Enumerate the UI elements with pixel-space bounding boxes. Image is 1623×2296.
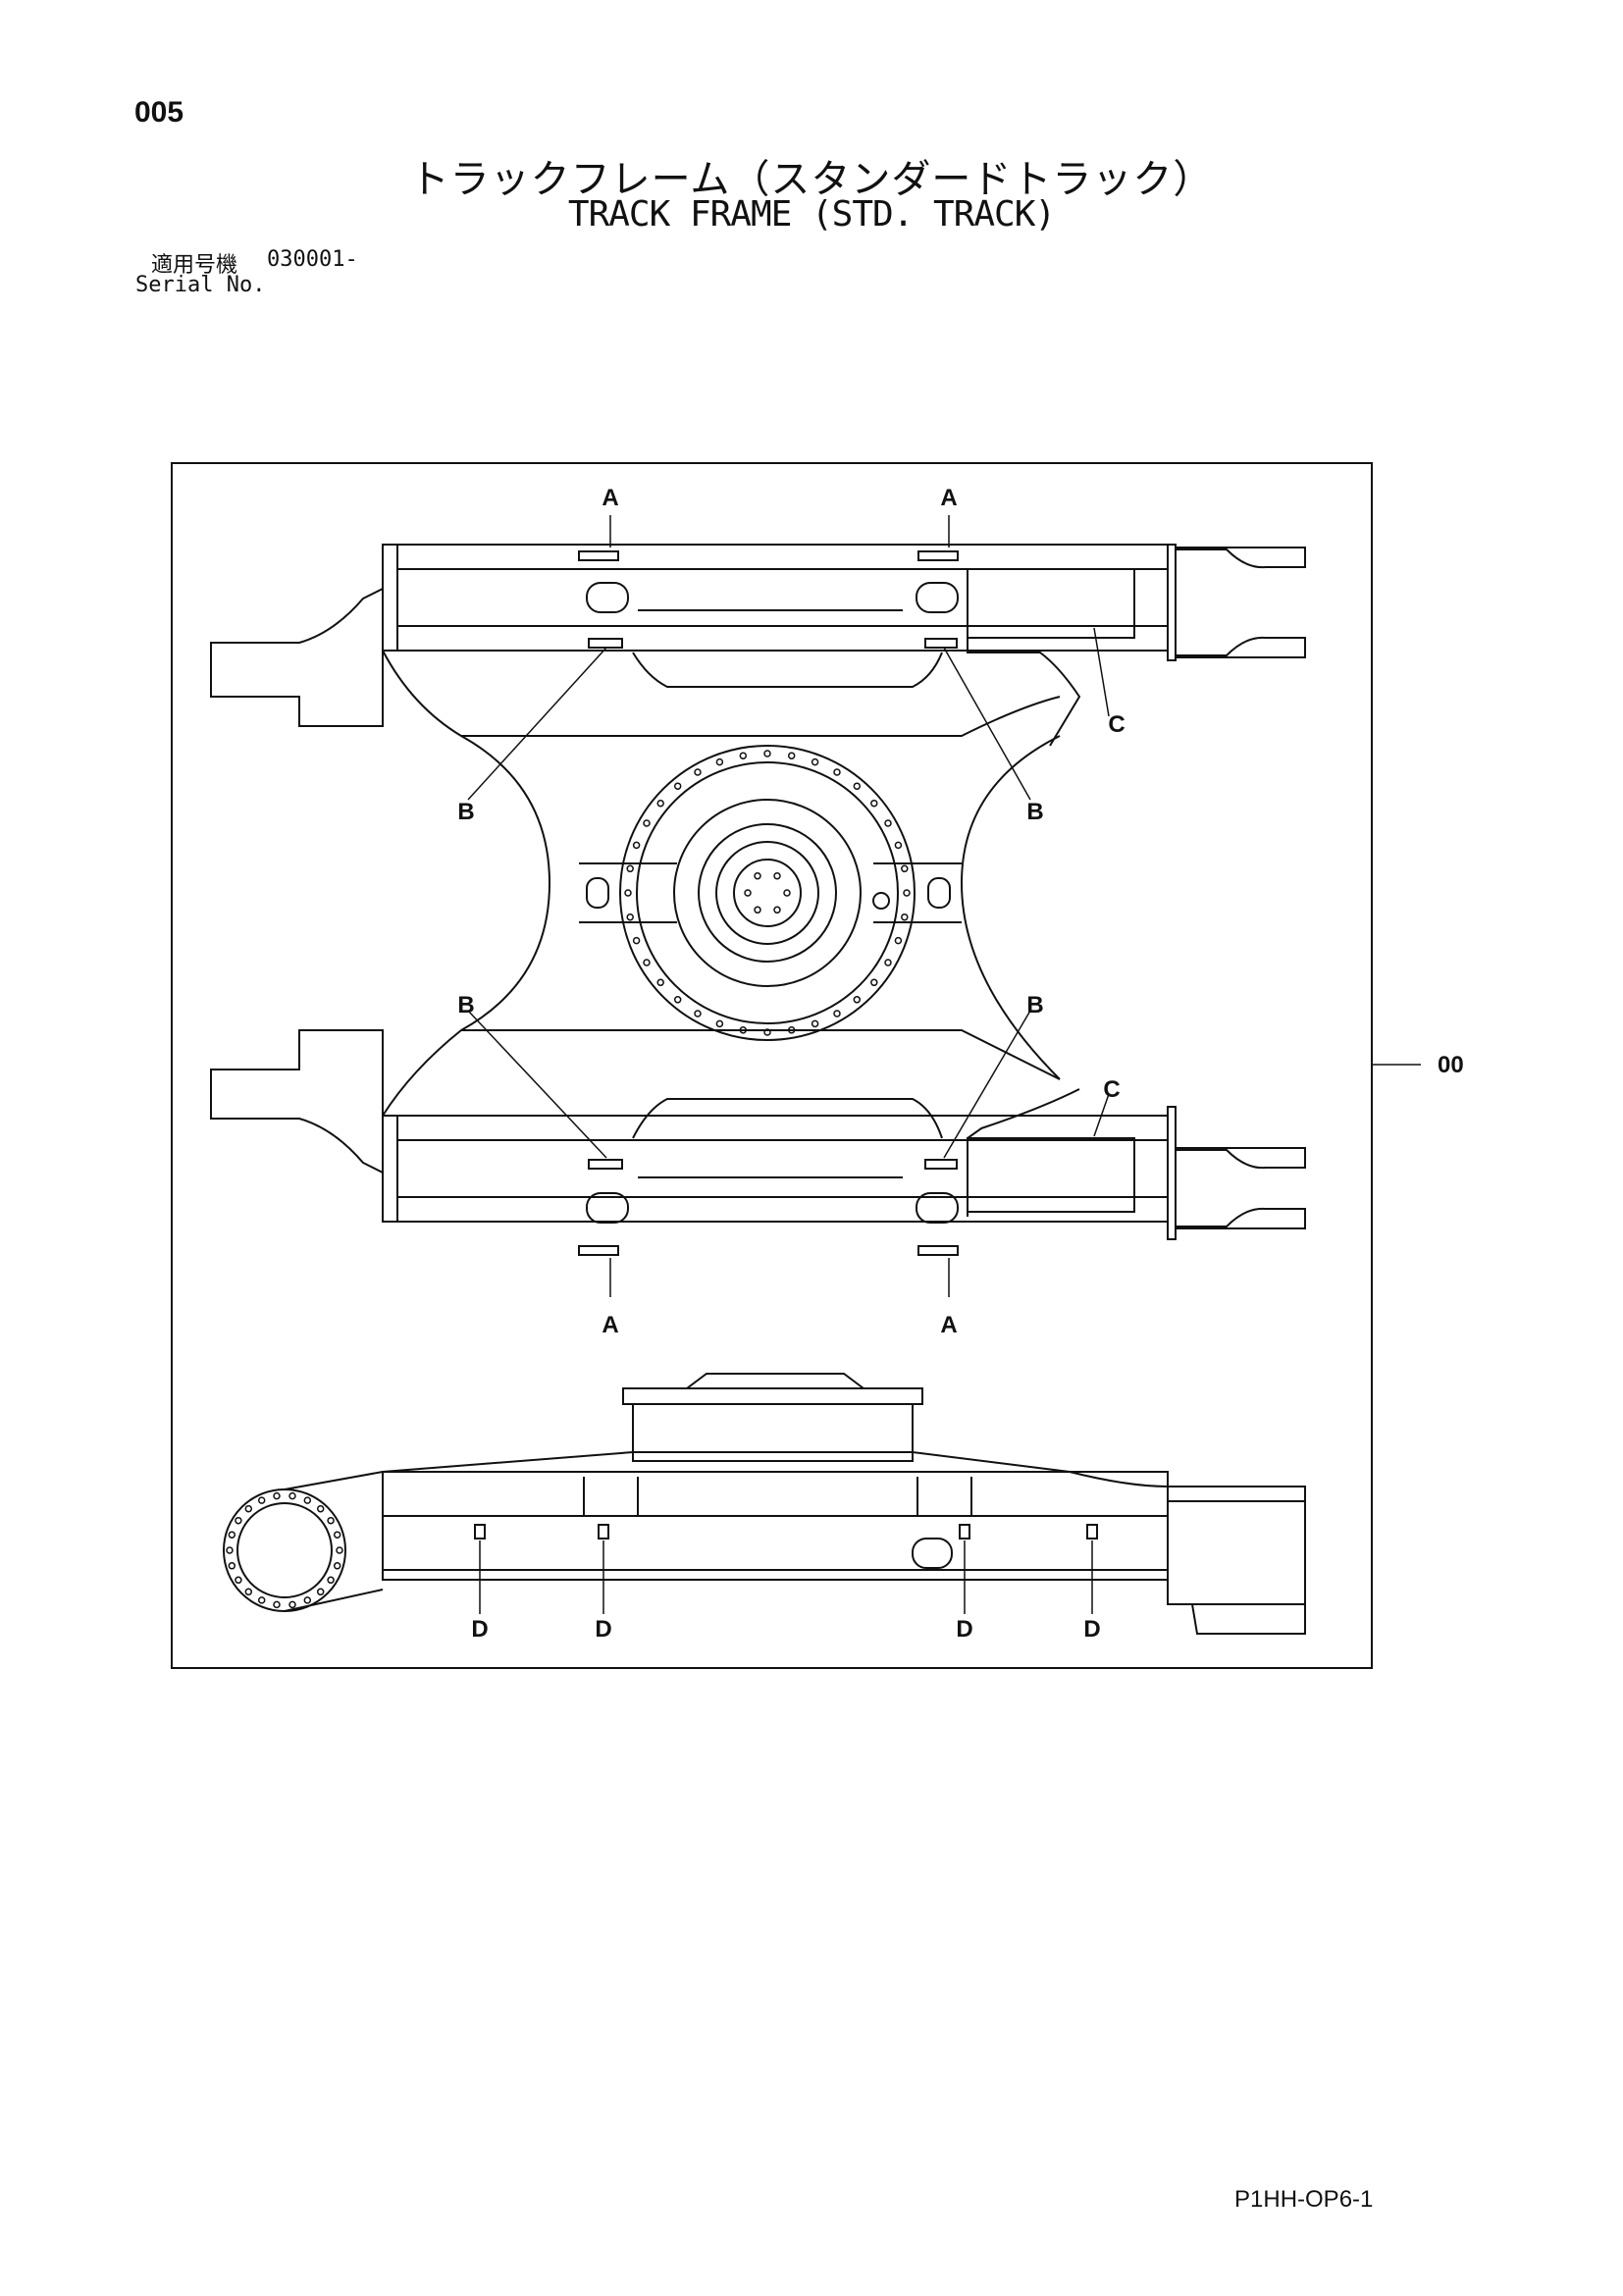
bolt-hole <box>643 819 651 827</box>
bolt-hole <box>257 1596 266 1604</box>
bolt-hole <box>903 889 911 897</box>
bolt-hole <box>673 782 682 790</box>
bolt-hole <box>763 750 771 757</box>
bolt-hole <box>632 936 641 945</box>
bolt-hole <box>811 757 819 766</box>
bolt-hole <box>894 936 903 945</box>
bolt-hole <box>624 889 632 897</box>
bolt-hole <box>626 864 634 873</box>
bottom-side-frame <box>210 1029 1306 1256</box>
page-number: 005 <box>134 96 184 129</box>
bolt-hole <box>656 978 664 987</box>
bolt-hole <box>327 1516 335 1525</box>
center-swing-frame <box>460 735 1061 1080</box>
bolt-hole <box>632 841 641 850</box>
callout-part-00: 00 <box>1438 1052 1464 1078</box>
bolt-hole <box>744 889 752 897</box>
bolt-hole <box>235 1516 242 1525</box>
callout-a-top-left: A <box>602 485 618 511</box>
bolt-hole <box>273 1600 281 1609</box>
bolt-hole <box>333 1562 341 1570</box>
bolt-hole <box>257 1496 266 1504</box>
top-side-frame <box>210 544 1306 747</box>
bolt-hole <box>673 996 682 1004</box>
bolt-hole <box>244 1504 253 1513</box>
bolt-hole <box>288 1491 296 1500</box>
leader-lines <box>467 515 1421 1614</box>
bolt-hole <box>833 768 841 776</box>
title-japanese: トラックフレーム（スタンダードトラック） <box>409 157 1214 202</box>
bolt-hole <box>327 1576 335 1585</box>
bolt-hole <box>739 752 748 759</box>
callout-a-top-right: A <box>940 485 957 511</box>
bolt-hole <box>228 1562 236 1570</box>
callout-b-lower-left: B <box>457 992 474 1018</box>
bolt-hole <box>303 1596 312 1604</box>
serial-label-japanese: 適用号機 <box>151 253 238 278</box>
bolt-hole <box>715 757 724 766</box>
bolt-hole <box>333 1531 341 1539</box>
bolt-hole <box>336 1546 343 1554</box>
bolt-hole <box>833 1010 841 1018</box>
bolt-hole <box>787 752 796 759</box>
bolt-hole <box>228 1531 236 1539</box>
bolt-hole <box>754 871 761 880</box>
bolt-hole <box>853 996 862 1004</box>
side-view-frame <box>223 1373 1306 1635</box>
callout-a-bottom-right: A <box>940 1312 957 1338</box>
swing-circle-bolts <box>226 750 911 1609</box>
callout-d-4: D <box>1083 1616 1100 1643</box>
bolt-hole <box>773 906 781 914</box>
bolt-hole <box>783 889 791 897</box>
bolt-hole <box>894 841 903 850</box>
callout-d-3: D <box>956 1616 972 1643</box>
bolt-hole <box>316 1588 325 1596</box>
bolt-hole <box>244 1588 253 1596</box>
bolt-hole <box>235 1576 242 1585</box>
title-english: TRACK FRAME (STD. TRACK) <box>567 194 1056 235</box>
bolt-hole <box>694 768 702 776</box>
bolt-hole <box>870 978 878 987</box>
diagram-border <box>171 462 1373 1669</box>
bolt-hole <box>273 1491 281 1500</box>
callout-c-top: C <box>1108 711 1125 738</box>
bolt-hole <box>643 959 651 966</box>
bolt-hole <box>754 906 761 914</box>
serial-value: 030001- <box>267 247 358 272</box>
serial-label-english: Serial No. <box>135 273 266 297</box>
callout-c-bottom: C <box>1103 1076 1120 1103</box>
callout-b-upper-right: B <box>1026 799 1043 825</box>
bolt-hole <box>226 1546 234 1554</box>
bolt-hole <box>626 913 634 921</box>
bolt-hole <box>884 819 892 827</box>
callout-d-1: D <box>471 1616 488 1643</box>
bolt-hole <box>773 871 781 880</box>
bolt-hole <box>303 1496 312 1504</box>
bolt-hole <box>884 959 892 966</box>
callout-d-2: D <box>595 1616 611 1643</box>
callout-a-bottom-left: A <box>602 1312 618 1338</box>
bolt-hole <box>853 782 862 790</box>
callout-b-upper-left: B <box>457 799 474 825</box>
bolt-hole <box>656 799 664 808</box>
bolt-hole <box>288 1600 296 1609</box>
bolt-hole <box>901 864 909 873</box>
bolt-hole <box>901 913 909 921</box>
drawing-code: P1HH-OP6-1 <box>1234 2186 1374 2213</box>
bolt-hole <box>316 1504 325 1513</box>
bolt-hole <box>715 1019 724 1028</box>
bolt-hole <box>870 799 878 808</box>
bolt-hole <box>694 1010 702 1018</box>
callout-b-lower-right: B <box>1026 992 1043 1018</box>
bolt-hole <box>811 1019 819 1028</box>
